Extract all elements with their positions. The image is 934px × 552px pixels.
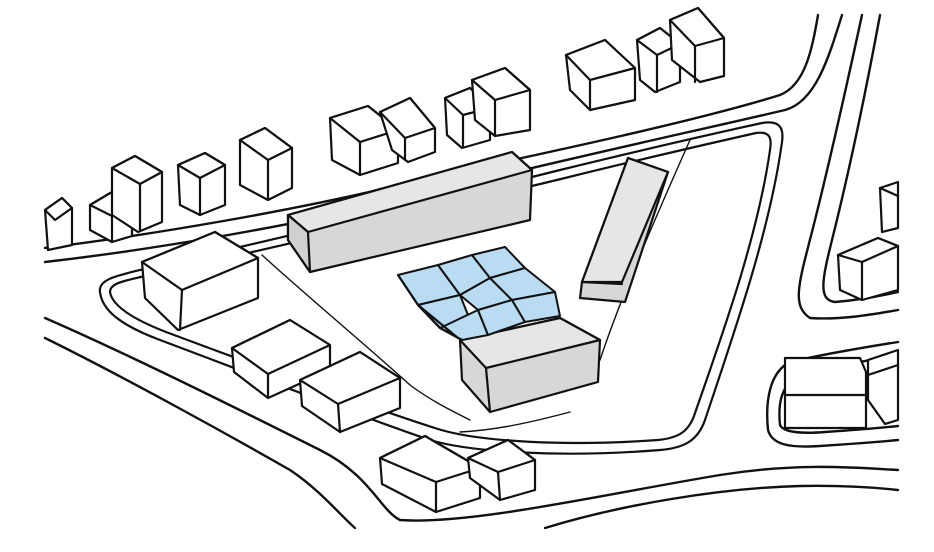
existing-house bbox=[635, 26, 682, 94]
existing-house bbox=[783, 356, 868, 430]
existing-house bbox=[866, 348, 900, 426]
existing-house bbox=[110, 154, 164, 234]
southwest-existing-houses bbox=[140, 230, 537, 514]
existing-house bbox=[298, 350, 402, 434]
lower-road-edge-inner bbox=[43, 336, 357, 530]
proposed-long-block-north bbox=[286, 150, 534, 274]
east-existing-houses bbox=[783, 180, 900, 430]
lower-road-edge-outer bbox=[43, 316, 900, 522]
solar-panel bbox=[511, 291, 561, 323]
upper-road-edge-outer bbox=[43, 13, 820, 250]
existing-house bbox=[836, 236, 900, 302]
existing-house bbox=[328, 104, 400, 177]
existing-house bbox=[466, 438, 537, 502]
existing-house bbox=[140, 230, 260, 332]
north-existing-houses bbox=[43, 6, 726, 252]
east-road-edge-a bbox=[797, 13, 900, 320]
east-lower-road-edge bbox=[766, 340, 900, 448]
existing-house bbox=[470, 66, 532, 138]
existing-house bbox=[176, 151, 227, 217]
solar-roof-grid bbox=[396, 246, 561, 342]
existing-house bbox=[564, 38, 637, 112]
lower-road-edge-bottom bbox=[543, 484, 900, 530]
existing-house bbox=[378, 96, 437, 164]
proposed-block-south bbox=[458, 316, 602, 414]
proposed-buildings bbox=[286, 150, 670, 414]
solar-grid-base bbox=[396, 273, 464, 342]
existing-house bbox=[238, 126, 294, 202]
site-diagonal-path bbox=[261, 254, 471, 421]
existing-house bbox=[878, 180, 900, 234]
site-approach-line bbox=[459, 411, 571, 433]
east-road-edge-b bbox=[822, 13, 900, 304]
existing-house bbox=[378, 434, 482, 514]
proposed-slanted-block-east bbox=[578, 156, 670, 304]
existing-house bbox=[668, 6, 726, 84]
existing-house bbox=[43, 196, 74, 252]
